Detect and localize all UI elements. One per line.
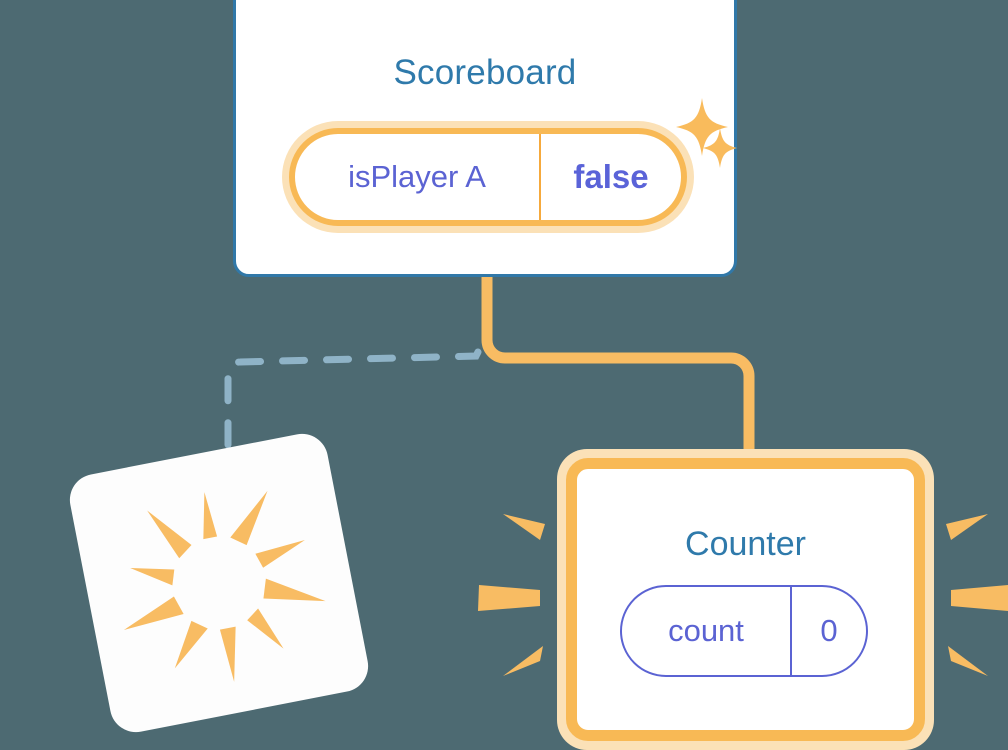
- connector-scoreboard-to-burst-card: [224, 348, 482, 474]
- burst-ray-icon: [123, 596, 184, 631]
- scoreboard-state-pill[interactable]: isPlayer A false: [282, 121, 694, 233]
- counter-ray-right-top-icon: [946, 514, 988, 540]
- burst-card-ray-group: [123, 490, 326, 682]
- counter-state-value: 0: [820, 613, 838, 648]
- counter-ray-left-middle-icon: [478, 585, 540, 611]
- burst-ray-icon: [203, 492, 218, 540]
- scoreboard-state-value: false: [573, 158, 649, 195]
- sparkle-small-icon: [703, 128, 737, 168]
- burst-card[interactable]: [65, 429, 373, 737]
- counter-ray-left-top-icon: [503, 514, 545, 540]
- counter-ray-right-middle-icon: [951, 585, 1008, 611]
- counter-ray-right-bottom-icon: [948, 646, 988, 676]
- burst-ray-icon: [174, 620, 208, 669]
- burst-ray-icon: [255, 539, 305, 568]
- scoreboard-state-pill-inner: isPlayer A false: [289, 128, 687, 226]
- burst-ray-icon: [147, 510, 192, 559]
- counter-card-inner: Counter count 0: [566, 458, 925, 741]
- burst-ray-icon: [263, 578, 326, 602]
- counter-state-key: count: [622, 587, 792, 675]
- scoreboard-card[interactable]: Scoreboard isPlayer A false: [233, 0, 737, 277]
- counter-card[interactable]: Counter count 0: [557, 449, 934, 750]
- connector-scoreboard-to-counter: [481, 276, 755, 470]
- scoreboard-title: Scoreboard: [393, 53, 577, 92]
- counter-ray-left-bottom-icon: [503, 646, 543, 676]
- counter-title: Counter: [685, 525, 806, 563]
- burst-ray-icon: [230, 490, 268, 546]
- scoreboard-state-key: isPlayer A: [295, 134, 541, 220]
- burst-ray-icon: [219, 626, 236, 682]
- burst-ray-icon: [130, 568, 175, 586]
- burst-ray-icon: [247, 608, 284, 649]
- sparkle-large-icon: [676, 98, 728, 156]
- counter-state-pill[interactable]: count 0: [620, 585, 868, 677]
